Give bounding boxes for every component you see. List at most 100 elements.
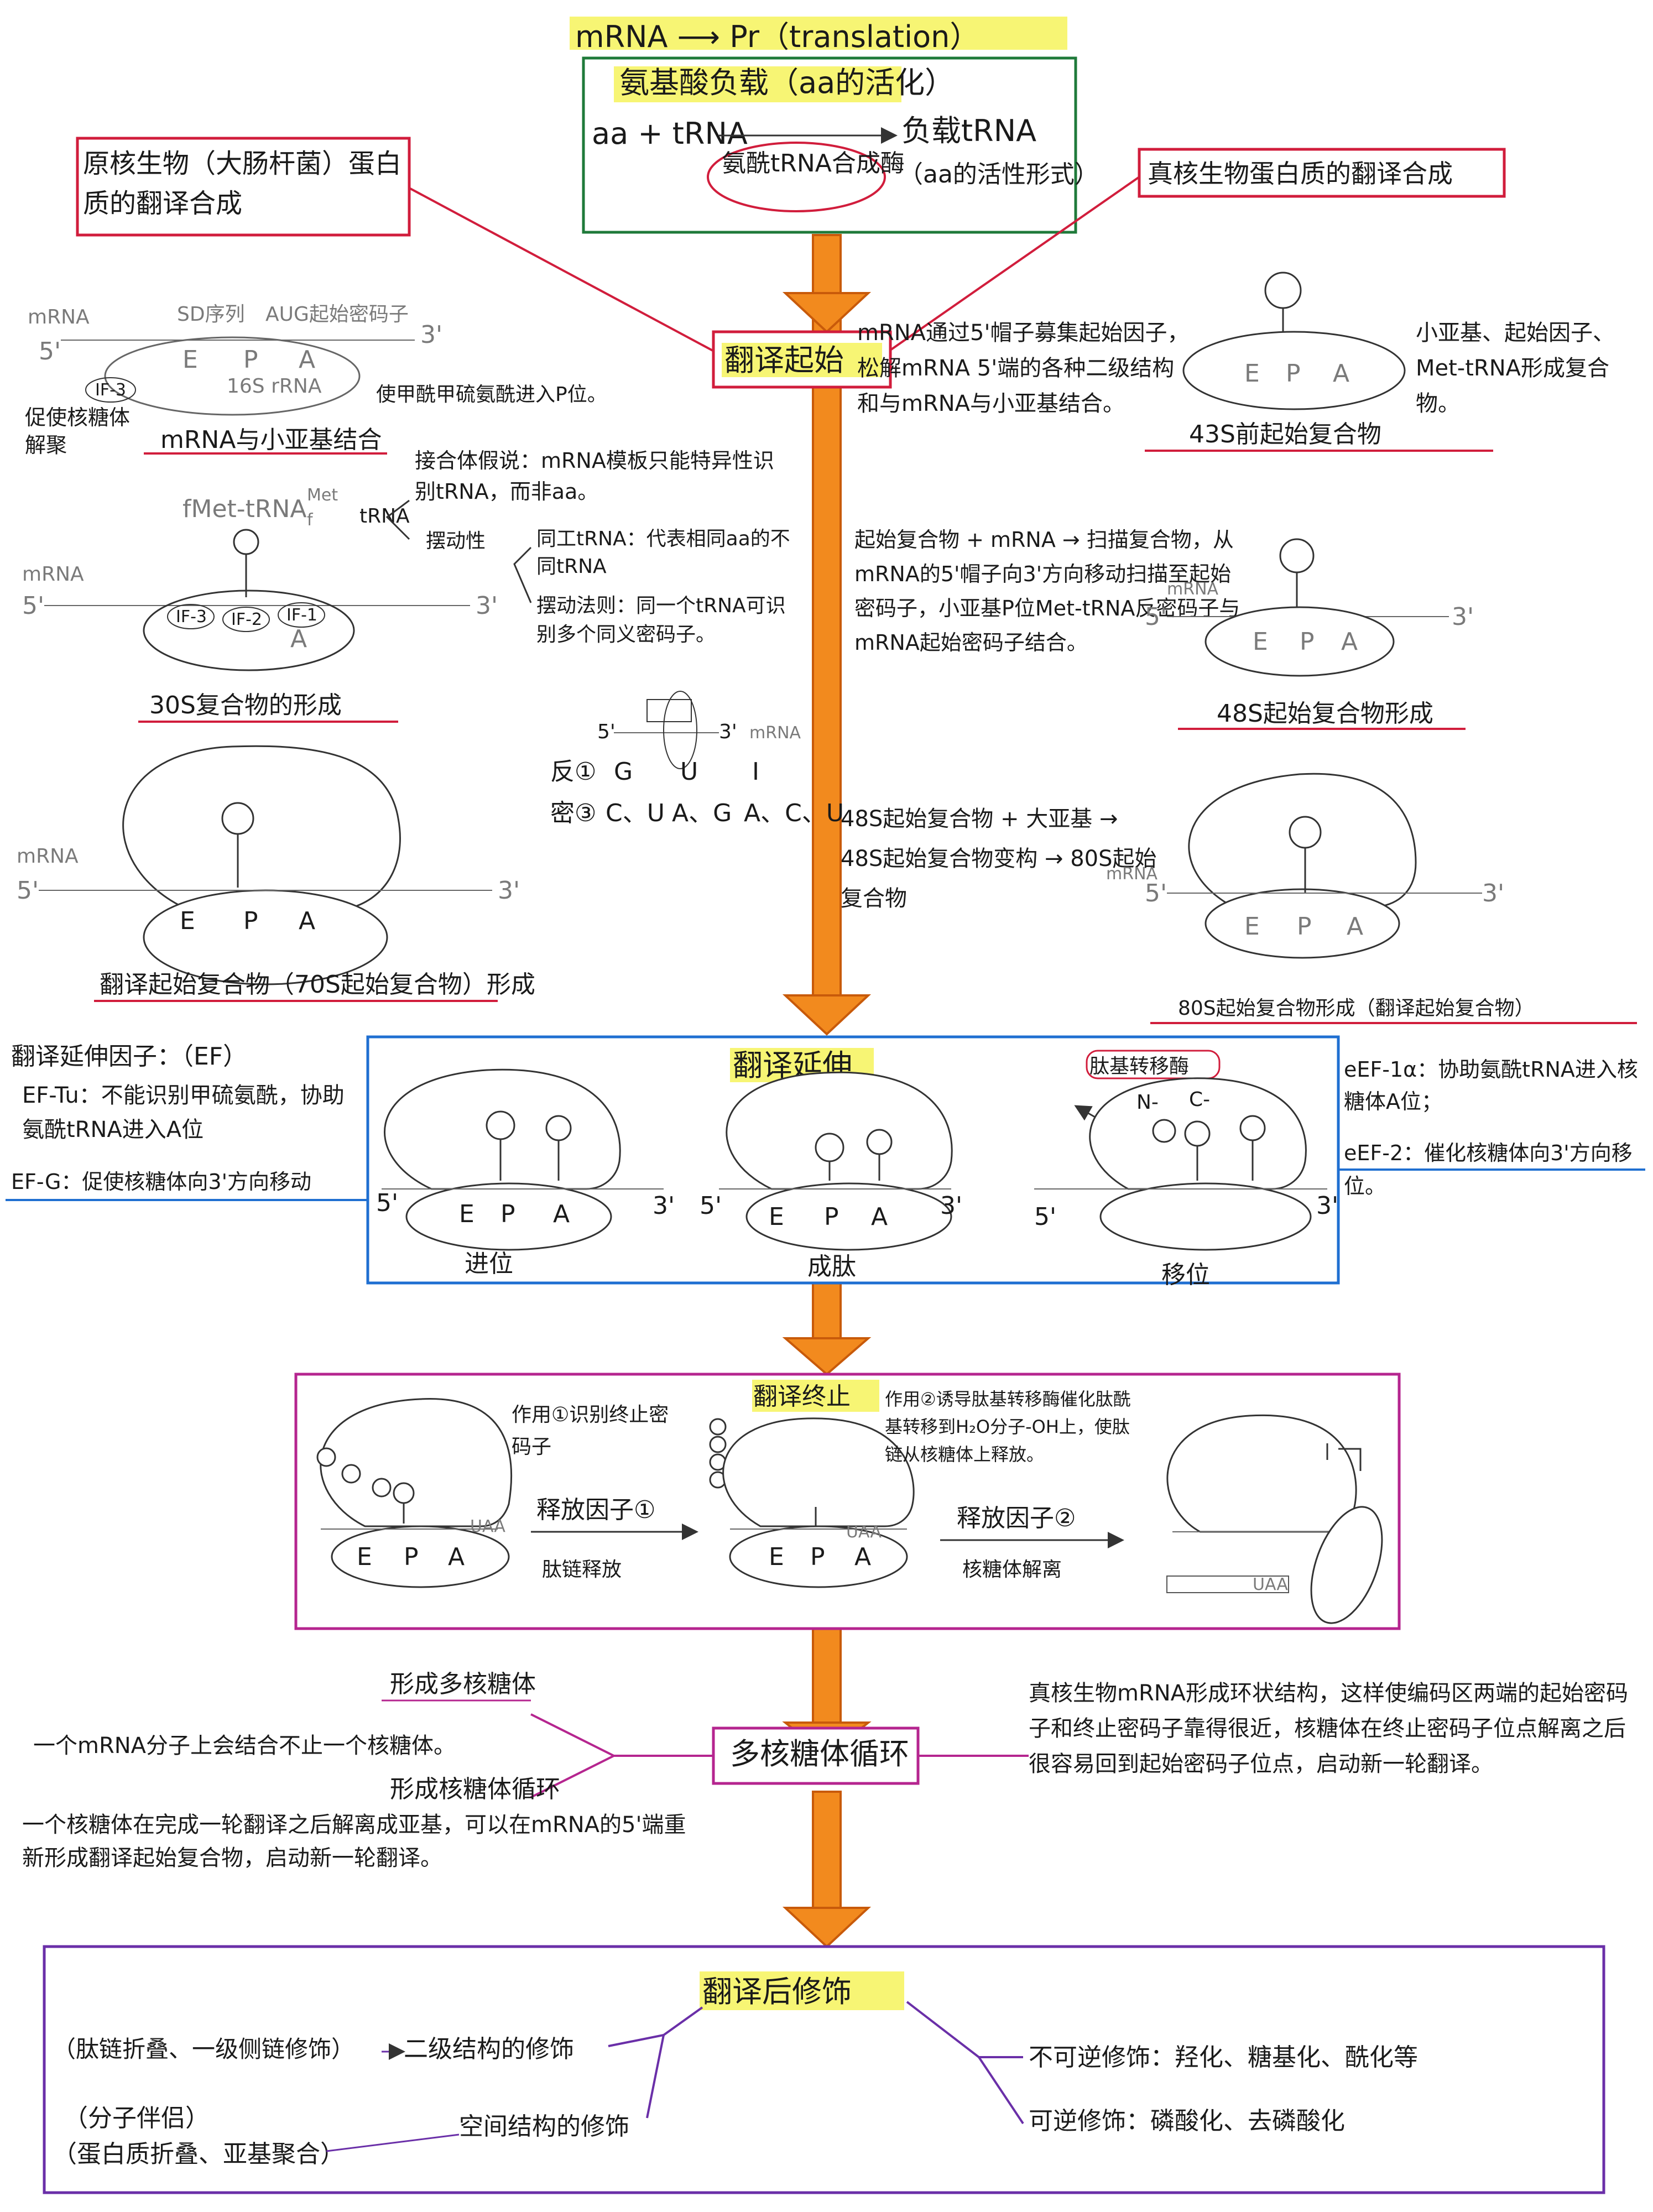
prok1-aug: AUG起始密码子 bbox=[265, 303, 409, 326]
prok2-fmet-sup: Met bbox=[307, 486, 338, 505]
euk-step3-wrap: 48S起始复合物 + 大亚基 → 48S起始复合物变构 → 80S起始复合物 bbox=[841, 806, 1157, 911]
ef-tu: EF-Tu：不能识别甲硫氨酰，协助氨酰tRNA进入A位 bbox=[22, 1083, 345, 1142]
prok1-sd: SD序列 bbox=[177, 303, 245, 326]
mod-irreversible: 不可逆修饰：羟化、糖基化、酰化等 bbox=[1029, 2043, 1418, 2072]
euk-step2-caption: 48S起始复合物形成 bbox=[1217, 700, 1433, 728]
elongation-box bbox=[366, 1035, 1340, 1285]
term2-aa1 bbox=[709, 1418, 727, 1436]
term3-large bbox=[1166, 1414, 1357, 1533]
activation-product-note: （aa的活性形式） bbox=[899, 160, 1099, 189]
elong3-five: 5' bbox=[1034, 1203, 1056, 1231]
prok-diagram-3: mRNA 5' 3' E P A 翻译起始复合物（70S起始复合物）形成 bbox=[17, 745, 535, 1002]
prok1-if3-note-wrap: 促使核糖体解聚 bbox=[25, 405, 130, 457]
prok2-if1-oval bbox=[278, 602, 325, 628]
mod-spatial: 空间结构的修饰 bbox=[459, 2112, 629, 2141]
prok2-aa-circle bbox=[233, 529, 259, 555]
euk3-E: E bbox=[1244, 912, 1260, 941]
main-arrow-head-2 bbox=[782, 994, 872, 1036]
euk2-five: 5' bbox=[1145, 603, 1167, 631]
prok2-if3-oval bbox=[167, 604, 215, 629]
prok3-large-subunit bbox=[122, 745, 401, 908]
header-highlight bbox=[570, 17, 1067, 50]
mod-link-reversible bbox=[978, 2056, 1024, 2125]
euk2-P: P bbox=[1300, 628, 1315, 656]
euk1-A: A bbox=[1333, 359, 1349, 388]
elong2-aa1 bbox=[815, 1133, 844, 1162]
page-title: mRNA ⟶ Pr（translation） bbox=[575, 19, 979, 54]
activation-product: 负载tRNA bbox=[901, 113, 1036, 148]
term3-small-subunit bbox=[1310, 1506, 1383, 1624]
prok-diagram-2: fMet-tRNA Met f mRNA 5' 3' IF-3 IF-2 IF-… bbox=[22, 486, 498, 723]
elong3-three: 3' bbox=[1316, 1192, 1338, 1220]
elong3-c: C- bbox=[1189, 1088, 1210, 1111]
euk3-small-subunit bbox=[1204, 888, 1400, 959]
initiation-title: 翻译起始 bbox=[724, 343, 844, 378]
mod-fold-assembly: （蛋白质折叠、亚基聚合） bbox=[53, 2140, 345, 2168]
anticodon-label: 反① bbox=[550, 758, 596, 786]
term2-aa2 bbox=[709, 1436, 727, 1453]
termination-highlight bbox=[752, 1380, 879, 1412]
prok3-five: 5' bbox=[17, 877, 39, 905]
term1-P: P bbox=[404, 1543, 419, 1571]
prok2-fmet-sub: f bbox=[307, 510, 314, 530]
elong2-three: 3' bbox=[940, 1192, 962, 1220]
peptidyl-transferase-circle bbox=[1086, 1050, 1221, 1079]
euk2-three: 3' bbox=[1452, 603, 1474, 631]
polysome-left2: 一个核糖体在完成一轮翻译之后解离成亚基，可以在mRNA的5'端重新形成翻译起始复… bbox=[22, 1812, 686, 1871]
euk1-E: E bbox=[1244, 359, 1260, 388]
term2-uaa: UAA bbox=[846, 1522, 882, 1542]
prok1-E: E bbox=[182, 346, 198, 374]
prok1-P: P bbox=[243, 346, 258, 374]
term1-uaa: UAA bbox=[470, 1517, 505, 1536]
euk-step2-wrap: 起始复合物 + mRNA → 扫描复合物，从mRNA的5'帽子向3'方向移动扫描… bbox=[854, 528, 1240, 655]
term-release: 肽链释放 bbox=[542, 1558, 622, 1581]
modification-highlight bbox=[700, 1971, 904, 2010]
term1-aa2 bbox=[341, 1464, 361, 1484]
codon-wobble-oval bbox=[663, 691, 697, 769]
term2-E: E bbox=[769, 1543, 784, 1571]
prok2-fmet: fMet-tRNA bbox=[182, 495, 307, 523]
elong-caption-1: 成肽 bbox=[807, 1253, 856, 1281]
mod-secondary: 二级结构的修饰 bbox=[404, 2035, 574, 2063]
trna-adapter: 接合体假说：mRNA模板只能特异性识别tRNA，而非aa。 bbox=[415, 448, 774, 504]
prok3-E: E bbox=[180, 907, 195, 935]
form-cycle: 形成核糖体循环 bbox=[390, 1775, 560, 1803]
main-arrow-head-5 bbox=[782, 1907, 872, 1948]
enzyme-circle bbox=[707, 142, 886, 212]
term2-large bbox=[722, 1417, 915, 1527]
euk2-A: A bbox=[1341, 628, 1358, 656]
term2-small bbox=[729, 1525, 908, 1588]
trna-isoacceptor: 同工tRNA：代表相同aa的不同tRNA bbox=[536, 528, 790, 578]
term1-large bbox=[320, 1398, 513, 1527]
polysome-left2-wrap: 一个核糖体在完成一轮翻译之后解离成亚基，可以在mRNA的5'端重新形成翻译起始复… bbox=[22, 1812, 686, 1871]
eukaryote-box bbox=[1138, 148, 1506, 198]
main-arrow-head-1 bbox=[782, 292, 872, 333]
term-ribosome-3: UAA bbox=[1166, 1414, 1383, 1624]
prok2-if2: IF-2 bbox=[231, 610, 262, 629]
euk3-P: P bbox=[1297, 912, 1312, 941]
euk-step3-caption: 80S起始复合物形成（翻译起始复合物） bbox=[1178, 997, 1535, 1020]
prok1-if3-oval bbox=[85, 377, 136, 403]
elong1-small bbox=[405, 1182, 612, 1251]
activation-box bbox=[582, 56, 1077, 234]
euk-step3-text: 48S起始复合物 + 大亚基 → 48S起始复合物变构 → 80S起始复合物 bbox=[841, 806, 1157, 911]
term1-aa1 bbox=[316, 1447, 336, 1467]
codon-five: 5' bbox=[597, 721, 616, 743]
term1-E: E bbox=[357, 1543, 372, 1571]
eef2-wrap: eEF-2：催化核糖体向3'方向移位。 bbox=[1344, 1141, 1633, 1198]
polysome-branches bbox=[530, 1713, 614, 1798]
term2-A: A bbox=[854, 1543, 871, 1571]
trna-wobble-rule: 摆动法则：同一个tRNA可识别多个同义密码子。 bbox=[536, 594, 786, 646]
term-fn2: 作用②诱导肽基转移酶催化肽酰基转移到H₂O分子-OH上，使肽链从核糖体上释放。 bbox=[885, 1389, 1131, 1465]
elong2-large bbox=[726, 1071, 953, 1190]
activation-enzyme: 氨酰tRNA合成酶 bbox=[722, 149, 905, 178]
prok1-caption: mRNA与小亚基结合 bbox=[160, 426, 382, 454]
modification-box bbox=[43, 1945, 1605, 2194]
term-dissociate: 核糖体解离 bbox=[962, 1558, 1062, 1581]
mod-chaperone: （分子伴侣） bbox=[64, 2104, 210, 2132]
term-fn1: 作用①识别终止密码子 bbox=[512, 1404, 669, 1458]
elong2-small bbox=[745, 1182, 952, 1251]
main-arrow-seg-4 bbox=[812, 1627, 842, 1729]
codon-three: 3' bbox=[719, 721, 737, 743]
